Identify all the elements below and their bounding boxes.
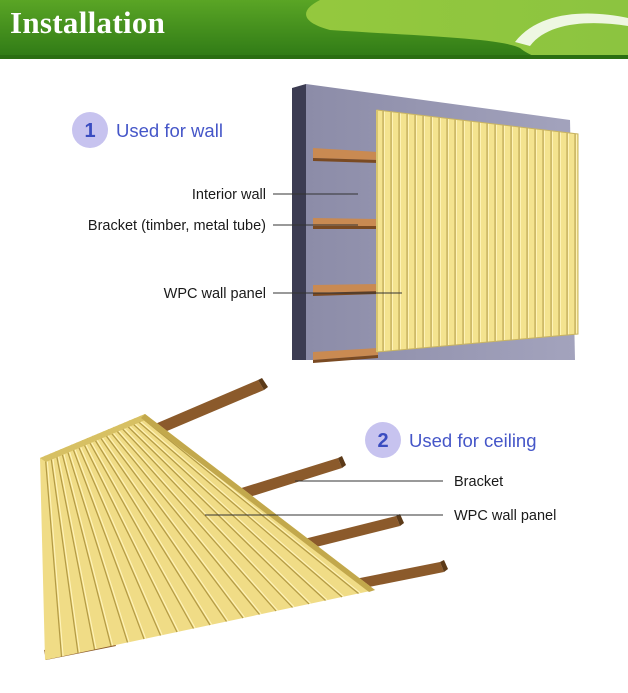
wall-badge-number: 1 (84, 120, 95, 142)
ceiling-groove-highlight (62, 448, 114, 646)
ceiling-groove-highlight (114, 426, 278, 611)
ceiling-panel-top-edge (40, 414, 150, 462)
header-banner: Installation (0, 0, 628, 62)
ceiling-groove-highlight (83, 439, 180, 632)
wall-bracket (313, 284, 378, 293)
header-background (0, 0, 628, 59)
ceiling-groove (49, 453, 79, 654)
wall-diagram (292, 84, 579, 363)
ceiling-groove-highlight (119, 424, 295, 608)
ceiling-groove-highlight (135, 417, 344, 597)
ceiling-diagram (40, 378, 448, 660)
interior-wall-label: Interior wall (192, 187, 266, 203)
ceiling-section-heading: 2 Used for ceiling (365, 422, 537, 458)
ceiling-groove-highlight (93, 435, 213, 625)
ceiling-groove (102, 431, 244, 619)
ceiling-number-badge (365, 422, 401, 458)
ceiling-bracket (155, 380, 264, 434)
ceiling-groove (134, 417, 343, 598)
ceiling-panel-label: WPC wall panel (454, 508, 556, 524)
ceiling-groove-highlight (109, 428, 262, 615)
wall-section-heading: 1 Used for wall (72, 112, 223, 148)
ceiling-groove-highlight (77, 441, 163, 636)
ceiling-groove (81, 440, 178, 633)
wall-section-title: Used for wall (116, 120, 223, 141)
wall-bracket-shadow (313, 226, 378, 229)
wall-bracket (313, 148, 378, 160)
wall-bracket-label: Bracket (timber, metal tube) (88, 218, 266, 234)
ceiling-groove (70, 444, 145, 640)
wpc-wall-panel (376, 109, 579, 353)
ceiling-bracket-label: Bracket (454, 474, 503, 490)
ceiling-groove-highlight (88, 437, 196, 629)
ceiling-groove (128, 420, 326, 601)
ceiling-groove-highlight (72, 444, 147, 639)
ceiling-panel-side-edge (141, 414, 375, 592)
ceiling-groove (91, 435, 211, 626)
ceiling-groove (65, 446, 129, 643)
wall-panel-label: WPC wall panel (164, 286, 266, 302)
wall-bracket-shadow (313, 158, 378, 163)
ceiling-section-title: Used for ceiling (409, 430, 537, 451)
wall-bracket (313, 348, 378, 360)
ceiling-bracket (300, 516, 400, 550)
ceiling-bracket-end (396, 514, 404, 526)
ceiling-groove-highlight (67, 446, 130, 643)
ceiling-groove (97, 433, 227, 622)
ceiling-groove-highlight (98, 432, 229, 622)
ceiling-groove (113, 426, 277, 612)
wall-brackets (313, 148, 378, 363)
ceiling-groove-highlight (125, 421, 311, 604)
ceiling-groove (107, 429, 260, 615)
ceiling-groove (118, 424, 293, 608)
ceiling-groove-highlight (51, 452, 81, 653)
ceiling-groove-highlight (104, 430, 245, 618)
ceiling-groove-highlight (46, 455, 64, 656)
wall-number-badge (72, 112, 108, 148)
ceiling-groove-highlight (56, 450, 97, 649)
ceiling-bracket-end (338, 456, 346, 468)
ceiling-badge-number: 2 (377, 430, 388, 452)
wall-bracket (313, 218, 378, 226)
ceiling-groove (55, 451, 96, 650)
ceiling-panel-grooves (44, 415, 361, 657)
ceiling-labels: Bracket WPC wall panel (205, 474, 556, 524)
wall-edge (292, 84, 306, 360)
ceiling-bracket-end (258, 378, 268, 390)
ceiling-groove (60, 449, 112, 647)
ceiling-bracket-end (440, 560, 448, 572)
ceiling-bracket (350, 562, 444, 590)
ceiling-bracket (235, 458, 342, 500)
ceiling-groove (123, 422, 310, 605)
ceiling-groove (76, 442, 162, 636)
wall-labels: Interior wall Bracket (timber, metal tub… (88, 187, 402, 302)
ceiling-groove (44, 455, 63, 657)
ceiling-groove (86, 437, 195, 629)
page-title: Installation (10, 5, 166, 40)
ceiling-groove (139, 415, 359, 594)
ceiling-groove-highlight (130, 419, 328, 601)
wall-bracket-shadow (313, 355, 378, 363)
wpc-ceiling-panel (40, 414, 375, 660)
